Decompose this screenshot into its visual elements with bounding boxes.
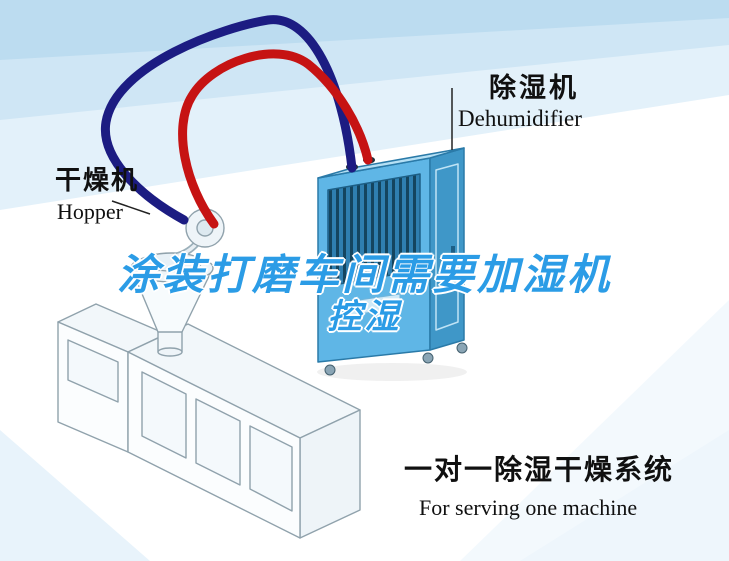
dehumidifier-louvre-grille — [327, 173, 421, 287]
watermark-text-line2: 控湿 — [327, 298, 402, 336]
pipe-navy — [100, 15, 357, 225]
system-subtitle-en: For serving one machine — [419, 495, 638, 520]
dehumidifier-label-en: Dehumidifier — [458, 106, 582, 131]
hopper-machine-illustration — [57, 208, 361, 539]
dehumidifier-illustration — [317, 147, 468, 376]
dryer-label-en: Hopper — [57, 199, 123, 224]
dehumidifier-label-cn: 除湿机 — [489, 73, 579, 103]
leader-line-dryer — [111, 200, 151, 215]
watermark-text-line1: 涂装打磨车间需要加湿机 — [116, 251, 612, 298]
pipe-red — [178, 49, 373, 229]
system-title-cn: 一对一除湿干燥系统 — [404, 454, 675, 485]
dehumidifier-shadow — [317, 363, 467, 381]
dryer-label-cn: 干燥机 — [55, 165, 140, 195]
